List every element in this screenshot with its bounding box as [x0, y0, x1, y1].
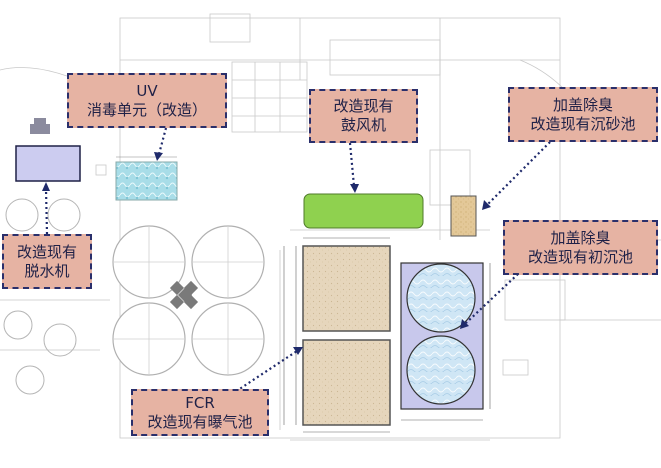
- callout-grit-chamber: 加盖除臭 改造现有沉砂池: [508, 87, 658, 142]
- leader-lines: [44, 127, 551, 395]
- aeration-tank-2: [302, 339, 391, 426]
- callout-primary-clarifier: 加盖除臭 改造现有初沉池: [503, 220, 658, 275]
- aeration-dimension-lines: [283, 237, 390, 433]
- distribution-well: [169, 280, 199, 310]
- callout-blower: 改造现有 鼓风机: [309, 89, 418, 143]
- primary-dimension-lines: [401, 263, 491, 421]
- callout-fcr-line1: FCR: [185, 393, 215, 412]
- callout-uv-line1: UV: [136, 81, 158, 100]
- callout-grit-line1: 加盖除臭: [552, 95, 613, 114]
- background-linework: [0, 13, 661, 441]
- primary-clarifier-1: [406, 263, 476, 333]
- callout-blower-line2: 鼓风机: [340, 116, 386, 134]
- callout-primary-line2: 改造现有初沉池: [527, 247, 633, 266]
- callout-primary-line1: 加盖除臭: [550, 228, 611, 247]
- callout-fcr-aeration: FCR 改造现有曝气池: [131, 389, 269, 436]
- leader-arrowheads: [42, 152, 491, 355]
- grit-chamber: [450, 195, 477, 237]
- thickener-circles: [3, 198, 81, 395]
- callout-grit-line2: 改造现有沉砂池: [530, 114, 636, 133]
- primary-clarifier-2: [406, 335, 476, 405]
- aeration-tank-1: [302, 245, 391, 332]
- secondary-clarifiers: [112, 225, 265, 376]
- callout-dewater-line1: 改造现有: [16, 242, 77, 261]
- blower-building: [303, 193, 424, 229]
- dewatering-equipment-icon: [30, 118, 50, 134]
- uv-disinfection-unit: [115, 161, 178, 201]
- callout-dewater-line2: 脱水机: [24, 261, 70, 280]
- callout-uv-line2: 消毒单元（改造）: [86, 100, 207, 119]
- callout-dewatering: 改造现有 脱水机: [2, 234, 92, 289]
- callout-uv-disinfection: UV 消毒单元（改造）: [67, 73, 227, 128]
- callout-blower-line1: 改造现有: [333, 97, 394, 116]
- callout-fcr-line2: 改造现有曝气池: [147, 412, 253, 431]
- dewatering-unit: [15, 145, 81, 182]
